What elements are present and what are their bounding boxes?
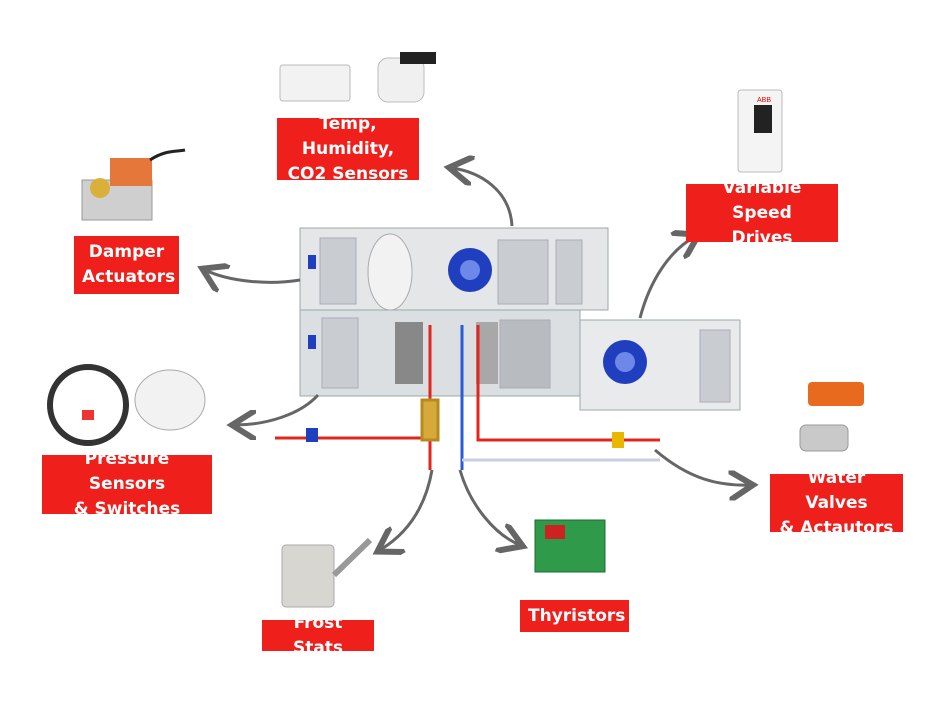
pipework	[275, 325, 660, 470]
arrow-to-frost-stats	[380, 469, 434, 550]
label-line: & Actautors	[779, 517, 894, 538]
water-valve-icon	[799, 382, 864, 452]
arrow-to-temp-sensors	[452, 168, 514, 227]
arrow-to-damper	[205, 270, 301, 282]
temp-sensor-icons	[279, 52, 436, 103]
label-pressure-sensors-switches: Pressure Sensors & Switches	[42, 449, 212, 519]
label-line: Drives	[731, 227, 793, 248]
label-line: & Switches	[73, 499, 181, 519]
label-line: CO2 Sensors	[287, 163, 409, 184]
label-line: Damper	[88, 242, 165, 262]
arrow-to-thyristors	[458, 469, 520, 545]
label-frost-stats: Frost Stats	[262, 613, 374, 658]
arrow-to-vsd	[638, 236, 696, 319]
label-line: Water Valves	[805, 467, 868, 513]
label-line: Temp, Humidity,	[301, 113, 395, 159]
label-line: Actuators	[82, 267, 176, 287]
label-temp-humidity-co2-sensors: Temp, Humidity, CO2 Sensors	[277, 114, 419, 184]
damper-actuator-icon	[81, 148, 186, 221]
label-line: Variable Speed	[722, 177, 802, 223]
label-line: Frost Stats	[292, 612, 344, 658]
air-handling-unit	[299, 227, 741, 411]
svg-text:ABB: ABB	[757, 97, 771, 104]
supply-fan	[448, 248, 492, 292]
label-water-valves-actuators: Water Valves & Actautors	[770, 468, 903, 538]
label-line: Pressure Sensors	[84, 449, 170, 494]
arrow-to-pressure	[235, 393, 320, 425]
vsd-icon: ABB	[737, 89, 783, 173]
return-fan	[603, 340, 647, 384]
pressure-gauge-icon	[47, 364, 206, 446]
arrow-to-valves	[654, 448, 750, 485]
frost-stat-icon	[281, 537, 373, 608]
label-line: Thyristors	[528, 605, 626, 626]
label-thyristors: Thyristors	[520, 600, 629, 632]
thyristor-icon	[534, 519, 606, 573]
